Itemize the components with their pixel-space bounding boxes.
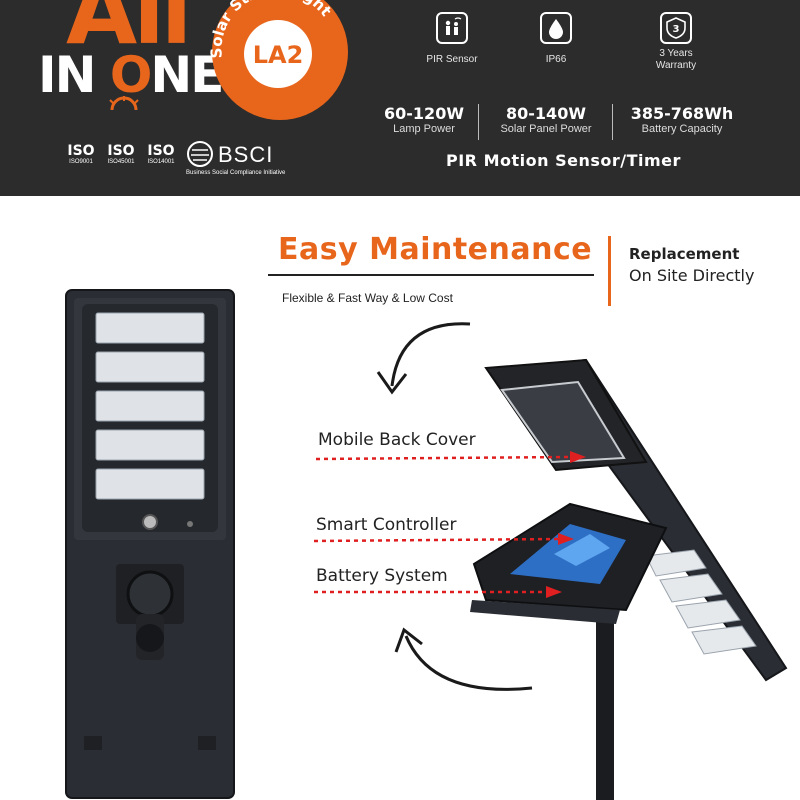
callout-battery-system: Battery System bbox=[316, 566, 448, 586]
badge-model-text: LA2 bbox=[253, 41, 304, 69]
iso-mark: ISO bbox=[67, 143, 95, 159]
callout-smart-controller: Smart Controller bbox=[316, 515, 457, 535]
warranty-number: 3 bbox=[673, 24, 680, 35]
callout-line-controller bbox=[314, 533, 574, 545]
logo-o: O bbox=[109, 46, 152, 104]
bsci-tagline: Business Social Compliance Initiative bbox=[186, 170, 286, 176]
spec-label: Solar Panel Power bbox=[500, 123, 592, 135]
warranty-label-line1: 3 Years bbox=[659, 48, 693, 59]
replacement-subheading: On Site Directly bbox=[629, 266, 755, 285]
logo-all-text: All bbox=[66, 0, 192, 65]
iso-45001-badge: ISO ISO45001 bbox=[104, 143, 138, 165]
replacement-heading: Replacement bbox=[629, 245, 740, 263]
pir-sensor-icon bbox=[436, 12, 468, 44]
accent-divider bbox=[608, 236, 611, 306]
iso-code: ISO45001 bbox=[107, 159, 135, 165]
header-banner: All IN ONE Solar Street Light LA2 PIR Se… bbox=[0, 0, 800, 196]
spec-divider bbox=[612, 104, 613, 140]
curved-arrow-up-icon bbox=[394, 627, 533, 691]
spec-battery-capacity: 385-768Wh Battery Capacity bbox=[624, 104, 740, 135]
warranty-label-line2: Warranty bbox=[655, 60, 697, 71]
iso-code: ISO9001 bbox=[69, 159, 93, 165]
title-underline bbox=[268, 274, 594, 276]
bsci-mark: BSCI bbox=[218, 142, 274, 167]
logo-ne: NE bbox=[150, 46, 224, 104]
spec-label: Battery Capacity bbox=[641, 123, 723, 135]
lamp-open-image bbox=[470, 358, 788, 800]
spec-divider bbox=[478, 104, 479, 140]
water-drop-icon bbox=[540, 12, 572, 44]
iso-mark: ISO bbox=[107, 143, 135, 159]
maintenance-subtitle: Flexible & Fast Way & Low Cost bbox=[282, 291, 453, 305]
feature-warranty: 3 3 Years Warranty bbox=[646, 12, 706, 72]
spec-label: Lamp Power bbox=[393, 123, 455, 135]
iso-9001-badge: ISO ISO9001 bbox=[64, 143, 98, 165]
spec-lamp-power: 60-120W Lamp Power bbox=[376, 104, 472, 135]
iso-14001-badge: ISO ISO14001 bbox=[144, 143, 178, 165]
feature-ip66: IP66 bbox=[533, 12, 579, 66]
ip66-label: IP66 bbox=[545, 54, 567, 65]
iso-code: ISO14001 bbox=[147, 159, 175, 165]
pir-timer-caption: PIR Motion Sensor/Timer bbox=[446, 151, 681, 170]
globe-icon bbox=[187, 141, 213, 167]
callout-mobile-back-cover: Mobile Back Cover bbox=[318, 430, 476, 450]
warranty-shield-icon: 3 bbox=[660, 12, 692, 44]
spec-value: 60-120W bbox=[384, 104, 464, 123]
logo-in: IN bbox=[38, 46, 110, 104]
callout-line-back-cover bbox=[316, 451, 586, 463]
feature-pir-sensor: PIR Sensor bbox=[422, 12, 482, 66]
spec-solar-panel-power: 80-140W Solar Panel Power bbox=[490, 104, 602, 135]
logo-in-one-text: IN ONE bbox=[38, 50, 224, 100]
certification-row: ISO ISO9001 ISO ISO45001 ISO ISO14001 bbox=[64, 143, 178, 165]
spec-value: 385-768Wh bbox=[630, 104, 734, 123]
iso-mark: ISO bbox=[147, 143, 175, 159]
lamp-front-image bbox=[65, 289, 235, 799]
sun-rays-icon bbox=[109, 96, 139, 111]
maintenance-title: Easy Maintenance bbox=[278, 232, 593, 267]
model-badge: Solar Street Light LA2 bbox=[207, 0, 348, 120]
spec-value: 80-140W bbox=[506, 104, 586, 123]
pir-sensor-label: PIR Sensor bbox=[426, 54, 478, 65]
callout-line-battery bbox=[314, 586, 562, 598]
curved-arrow-down-icon bbox=[376, 322, 471, 395]
